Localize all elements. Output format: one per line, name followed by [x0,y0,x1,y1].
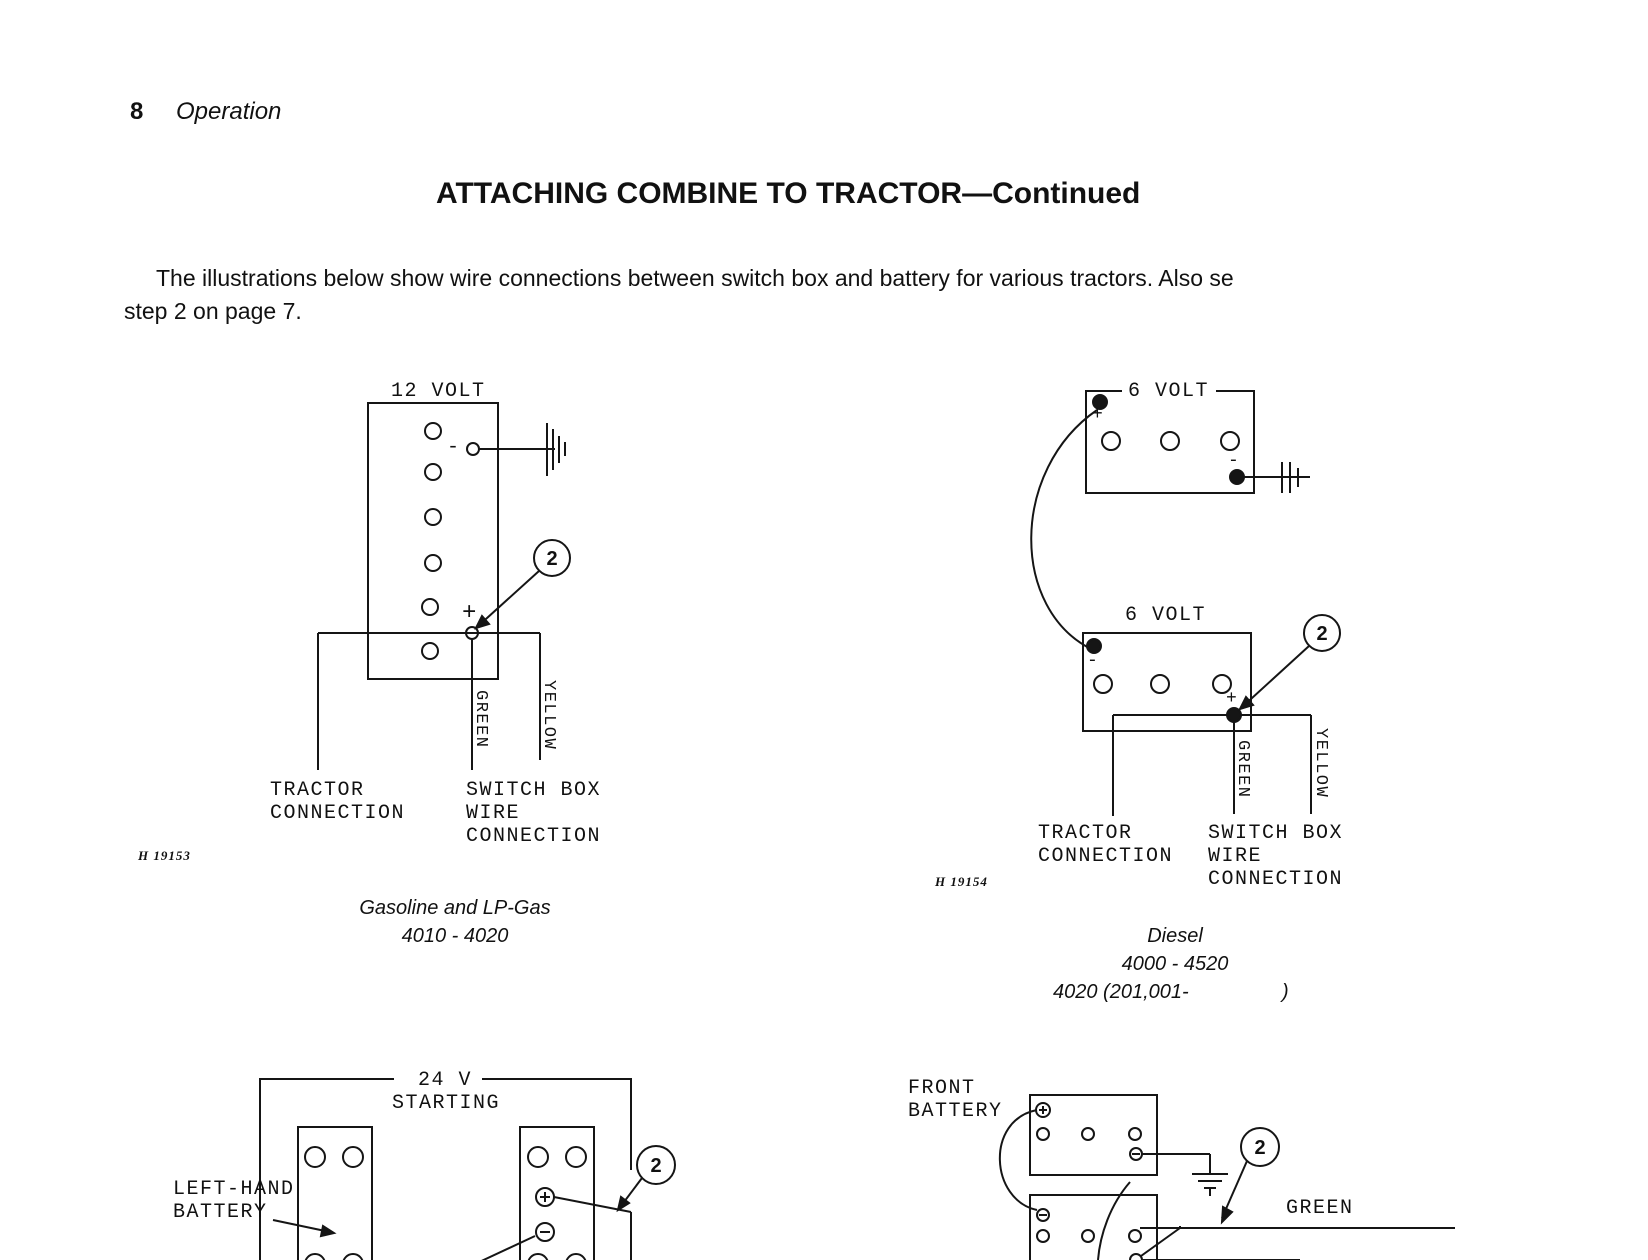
fig4-front-label-2: BATTERY [908,1100,1003,1123]
fig1-minus-sign: - [447,436,461,459]
fig3-label-2: STARTING [392,1092,501,1115]
fig4-drawing [1000,1095,1455,1260]
fig2-bottom-battery [1083,633,1251,731]
fig1-green-label: GREEN [471,690,490,749]
fig1-caption-2: 4010 - 4020 [401,925,509,947]
fig3-callout [637,1146,675,1184]
fig2-bottom-battery-label: 6 VOLT [1125,604,1207,627]
fig1-callout [534,540,570,576]
section-title: Operation [176,98,282,125]
fig2-caption-2: 4000 - 4520 [1121,953,1229,975]
fig4-front-label-1: FRONT [908,1077,976,1100]
fig1-callout-number: 2 [546,548,558,570]
fig2-top-battery-label: 6 VOLT [1128,380,1210,403]
fig2-top-plus: + [1092,405,1105,425]
fig2-drawing [1031,391,1340,816]
fig2-bottom-minus: - [1087,651,1100,671]
fig2-top-minus: - [1228,451,1241,471]
fig2-switch-label-2: WIRE [1208,845,1263,868]
page-number: 8 [130,98,144,125]
fig4-front-battery [1030,1095,1157,1175]
fig1-tractor-label-2: CONNECTION [270,802,406,825]
fig1-drawing [318,403,570,770]
fig2-jumper-cable [1031,410,1097,650]
fig4-callout-number: 2 [1254,1137,1266,1159]
fig2-switch-label-1: SWITCH BOX [1208,822,1344,845]
fig2-yellow-label: YELLOW [1311,728,1330,799]
fig2-green-label: GREEN [1233,740,1252,799]
fig1-battery-label: 12 VOLT [391,380,486,403]
intro-line-1: The illustrations below show wire connec… [156,265,1234,291]
fig1-negative-post [467,443,479,455]
fig2-tractor-label-2: CONNECTION [1038,845,1174,868]
fig2-tractor-label-1: TRACTOR [1038,822,1133,845]
fig2-top-battery [1086,391,1254,493]
fig1-switch-label-2: WIRE [466,802,521,825]
fig1-switch-label-3: CONNECTION [466,825,602,848]
page-title: ATTACHING COMBINE TO TRACTOR—Continued [436,177,1141,210]
fig3-left-battery-label-1: LEFT-HAND [173,1178,295,1201]
fig2-caption-3-close: ) [1282,981,1289,1003]
fig1-switch-label-1: SWITCH BOX [466,779,602,802]
fig2-bottom-plus: + [1226,689,1239,709]
fig3-right-battery [520,1127,594,1260]
intro-line-2: step 2 on page 7. [124,298,302,324]
fig1-battery-outline [368,403,498,679]
fig1-yellow-label: YELLOW [539,680,558,751]
fig3-left-battery-label-2: BATTERY [173,1201,268,1224]
fig2-switch-label-3: CONNECTION [1208,868,1344,891]
fig2-figure-id: H 19154 [935,874,988,889]
fig3-drawing [260,1079,675,1260]
fig2-caption-3: 4020 (201,001- [1053,981,1189,1003]
fig1-caption-1: Gasoline and LP-Gas [359,897,551,919]
fig2-callout [1304,615,1340,651]
fig4-callout [1241,1128,1279,1166]
fig1-plus-sign: + [462,600,478,627]
fig3-left-battery [298,1127,372,1260]
fig2-callout-number: 2 [1316,623,1328,645]
fig1-figure-id: H 19153 [138,848,191,863]
fig1-tractor-label-1: TRACTOR [270,779,365,802]
fig4-rear-battery [1030,1195,1157,1260]
fig4-green-label: GREEN [1286,1197,1354,1220]
fig3-callout-number: 2 [650,1155,662,1177]
fig3-label-1: 24 V [418,1069,473,1092]
fig2-caption-1: Diesel [1147,925,1203,947]
